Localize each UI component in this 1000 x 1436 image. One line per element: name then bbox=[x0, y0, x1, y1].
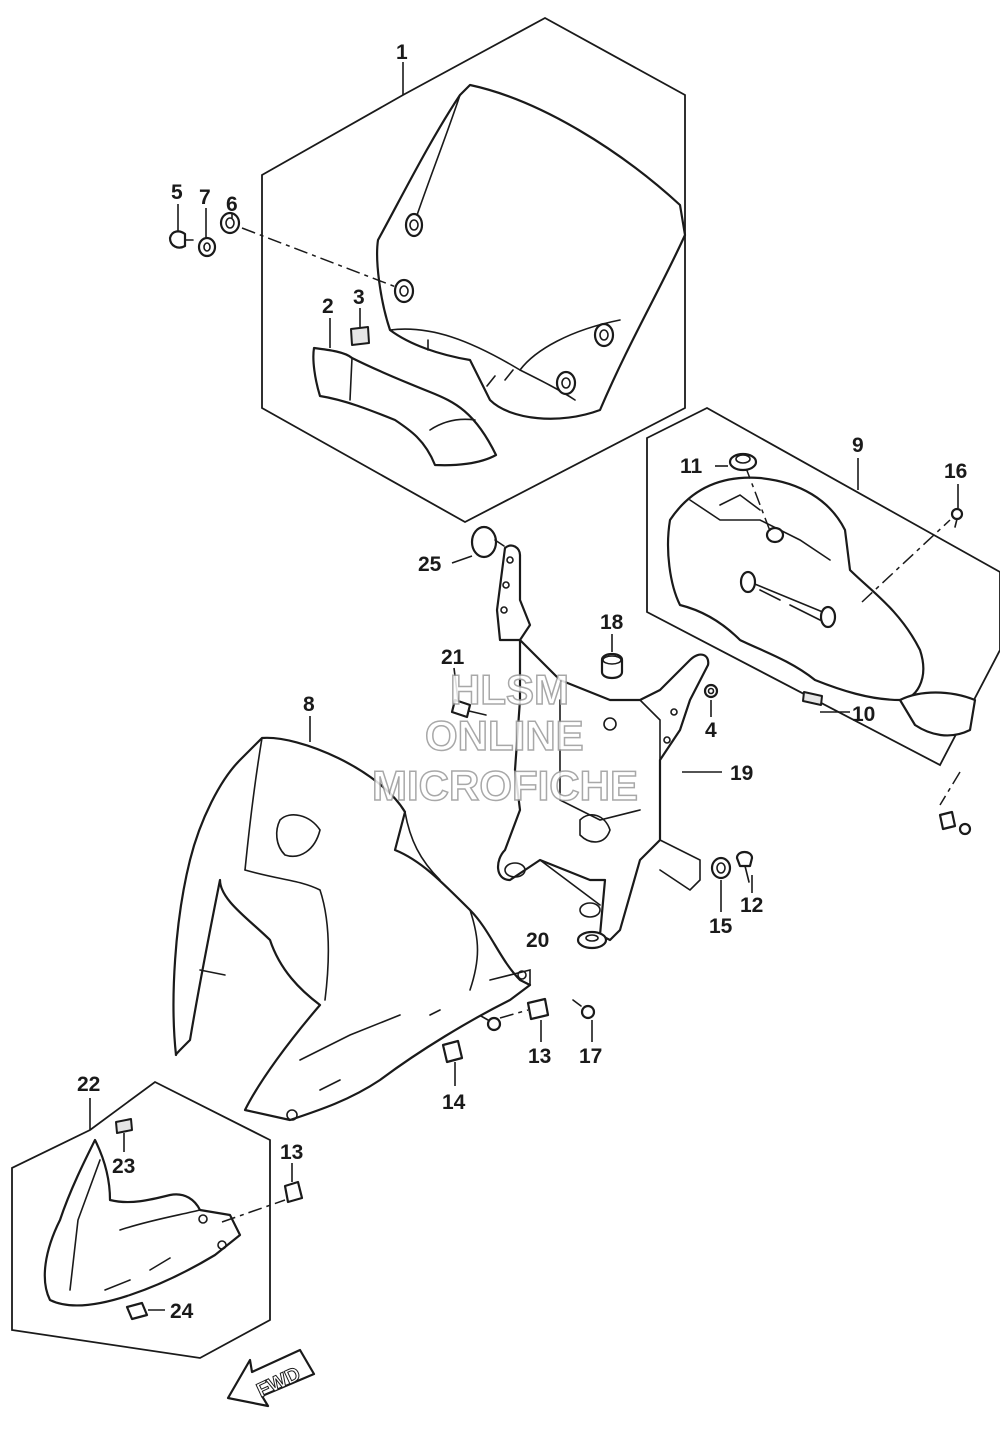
clip-nut-14-part[interactable] bbox=[441, 1039, 464, 1064]
callout-5: 5 bbox=[171, 181, 183, 204]
collar-part[interactable] bbox=[710, 856, 732, 880]
lower-deflector-part[interactable] bbox=[312, 346, 498, 467]
nut-part[interactable] bbox=[703, 683, 719, 699]
inner-panel-part[interactable] bbox=[666, 476, 977, 737]
clip-and-screw-part[interactable] bbox=[938, 810, 972, 836]
callout-10: 10 bbox=[852, 703, 875, 726]
screw-part[interactable] bbox=[168, 230, 194, 249]
callout-4: 4 bbox=[705, 719, 717, 742]
well-nut-part[interactable] bbox=[219, 211, 241, 235]
windscreen-part[interactable] bbox=[376, 83, 687, 420]
cap-part[interactable] bbox=[470, 525, 505, 559]
callout-2: 2 bbox=[322, 295, 334, 318]
callout-12: 12 bbox=[740, 894, 763, 917]
callout-23: 23 bbox=[112, 1155, 135, 1178]
rubber-mount-part[interactable] bbox=[576, 930, 608, 950]
callout-17: 17 bbox=[579, 1045, 602, 1068]
screw-left-part[interactable] bbox=[480, 1015, 502, 1032]
watermark-line-2: ONLINE bbox=[425, 712, 584, 759]
callout-18: 18 bbox=[600, 611, 624, 634]
group-frame-windscreen bbox=[261, 16, 686, 524]
watermark-line-3: MICROFICHE bbox=[372, 762, 638, 809]
bolt-12-part[interactable] bbox=[735, 850, 754, 883]
small-screw-part[interactable] bbox=[950, 507, 964, 528]
clip-nut-13-part[interactable] bbox=[526, 997, 550, 1021]
damper-part[interactable] bbox=[600, 652, 624, 680]
callout-11: 11 bbox=[680, 455, 703, 478]
callout-1: 1 bbox=[396, 41, 408, 64]
bolt-part[interactable] bbox=[450, 698, 487, 719]
callout-13b: 13 bbox=[280, 1141, 303, 1164]
callout-21: 21 bbox=[441, 646, 465, 669]
group-frame-inner-panel bbox=[646, 406, 1000, 767]
headlight-bracket-part[interactable] bbox=[495, 544, 710, 942]
forward-direction-arrow: FWD bbox=[226, 1348, 316, 1408]
grommet-part[interactable] bbox=[728, 452, 758, 472]
callout-19: 19 bbox=[730, 762, 753, 785]
screw-17-part[interactable] bbox=[572, 999, 596, 1020]
callout-8: 8 bbox=[303, 693, 315, 716]
lower-label-sticker-part[interactable] bbox=[115, 1118, 133, 1134]
callout-14: 14 bbox=[442, 1091, 466, 1114]
callout-20: 20 bbox=[526, 929, 549, 952]
callout-3: 3 bbox=[353, 286, 365, 309]
clip-nut-13b-part[interactable] bbox=[283, 1180, 304, 1204]
label-sticker-part[interactable] bbox=[350, 326, 370, 346]
callout-13a: 13 bbox=[528, 1045, 551, 1068]
callout-16: 16 bbox=[944, 460, 967, 483]
washer-part[interactable] bbox=[197, 236, 217, 258]
callout-24: 24 bbox=[170, 1300, 194, 1323]
group-frame-lower-cowl bbox=[11, 1080, 271, 1359]
callout-7: 7 bbox=[199, 186, 211, 209]
callout-25: 25 bbox=[418, 553, 442, 576]
watermark-line-1: HLSM bbox=[450, 666, 569, 713]
speed-nut-part[interactable] bbox=[125, 1301, 149, 1321]
callout-22: 22 bbox=[77, 1073, 100, 1096]
callout-6: 6 bbox=[226, 193, 238, 216]
callout-15: 15 bbox=[709, 915, 733, 938]
callout-9: 9 bbox=[852, 434, 864, 457]
front-cowl-part[interactable] bbox=[172, 736, 532, 1122]
lower-cowl-part[interactable] bbox=[43, 1138, 242, 1307]
